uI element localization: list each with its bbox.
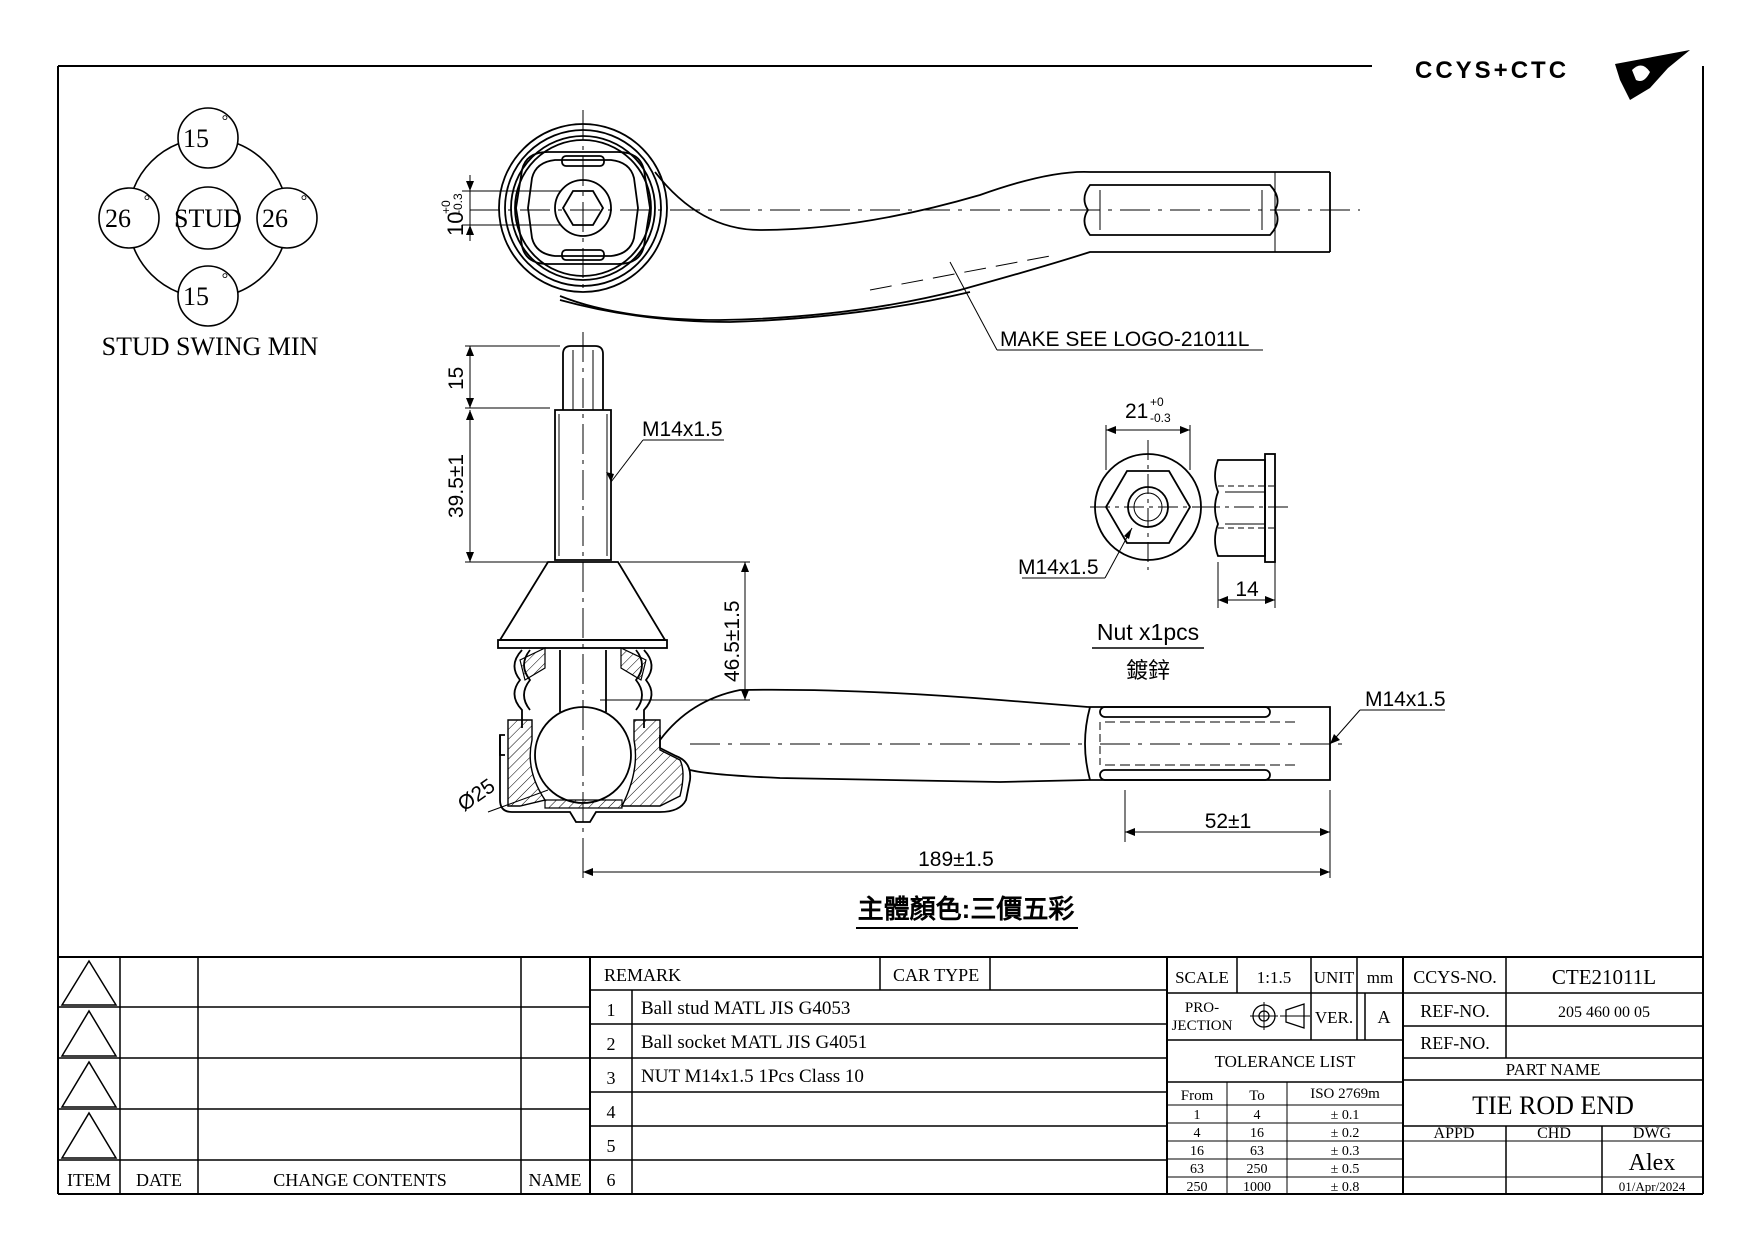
nut-dim-main: 21	[1125, 400, 1148, 423]
dimension-arrows	[466, 346, 1340, 876]
col-name-header: NAME	[529, 1170, 582, 1190]
top-view-drawing	[462, 110, 1360, 351]
nut-finish: 鍍鋅	[1126, 658, 1170, 683]
unit-value: mm	[1367, 968, 1393, 987]
dim-hex-tol-upper: +0	[439, 200, 453, 214]
title-block	[58, 956, 1703, 1194]
dim-spline-length: 15	[445, 367, 468, 390]
swing-top-value: 15	[183, 124, 209, 153]
sheet-border	[57, 65, 1704, 1195]
swing-bottom-value: 15	[183, 282, 209, 311]
tol-to: 16	[1250, 1126, 1264, 1141]
dwg-date: 01/Apr/2024	[1619, 1179, 1686, 1194]
tol-from: 16	[1190, 1144, 1204, 1159]
remark-label: REMARK	[604, 965, 681, 985]
logo-emblem-icon	[1615, 50, 1690, 100]
company-logo: CCYS+CTC	[1415, 50, 1690, 100]
dim-stud-height: 46.5±1.5	[721, 600, 744, 682]
tol-from: 63	[1190, 1162, 1204, 1177]
nut-thickness: 14	[1235, 578, 1259, 601]
remark-text: Ball stud MATL JIS G4053	[641, 998, 850, 1019]
dim-thread-length: 39.5±1	[445, 454, 468, 518]
tol-from-header: From	[1181, 1088, 1214, 1104]
col-item-header: ITEM	[67, 1170, 111, 1190]
swing-degree-left: °	[144, 193, 150, 210]
scale-label: SCALE	[1175, 968, 1229, 987]
remark-no: 3	[607, 1068, 616, 1088]
remark-text: NUT M14x1.5 1Pcs Class 10	[641, 1066, 864, 1087]
projection-label: JECTION	[1172, 1018, 1233, 1034]
tol-to-header: To	[1249, 1088, 1265, 1104]
remark-no: 6	[607, 1170, 616, 1190]
unit-label: UNIT	[1314, 968, 1355, 987]
tol-from: 250	[1187, 1180, 1208, 1195]
tol-to: 250	[1247, 1162, 1268, 1177]
nut-quantity: Nut x1pcs	[1097, 619, 1199, 645]
col-date-header: DATE	[136, 1170, 182, 1190]
ref-no-label: REF-NO.	[1420, 1033, 1490, 1053]
dim-hex-main: 10	[443, 212, 468, 236]
tol-from: 1	[1194, 1108, 1201, 1123]
nut-thread-spec: M14x1.5	[1018, 556, 1099, 579]
rod-thread-spec: M14x1.5	[1365, 688, 1446, 711]
car-type-label: CAR TYPE	[893, 965, 979, 985]
tol-value: ± 0.5	[1331, 1162, 1360, 1177]
nut-dim-tol-upper: +0	[1150, 395, 1164, 409]
tol-to: 1000	[1243, 1180, 1271, 1195]
tolerance-title: TOLERANCE LIST	[1215, 1052, 1356, 1071]
swing-left-value: 26	[105, 204, 131, 233]
tol-value: ± 0.8	[1331, 1180, 1360, 1195]
dim-overall-length: 189±1.5	[918, 848, 994, 871]
ref-no-value: 205 460 00 05	[1558, 1004, 1650, 1021]
remark-no: 5	[607, 1136, 616, 1156]
swing-right-value: 26	[262, 204, 288, 233]
socket-section-hatch	[507, 647, 684, 809]
remark-text: Ball socket MATL JIS G4051	[641, 1032, 867, 1053]
part-name-value: TIE ROD END	[1472, 1091, 1634, 1120]
ver-value: A	[1378, 1007, 1391, 1027]
part-name-label: PART NAME	[1506, 1060, 1601, 1079]
appd-label: APPD	[1434, 1125, 1475, 1142]
ccys-no-value: CTE21011L	[1552, 965, 1656, 989]
side-view-dimensions	[465, 345, 1445, 878]
tol-value: ± 0.2	[1331, 1126, 1360, 1141]
tol-iso-header: ISO 2769m	[1310, 1086, 1380, 1102]
chd-label: CHD	[1537, 1125, 1571, 1142]
col-change-header: CHANGE CONTENTS	[273, 1170, 447, 1190]
tol-value: ± 0.3	[1331, 1144, 1360, 1159]
stud-thread-spec: M14x1.5	[642, 418, 723, 441]
nut-drawing	[1090, 440, 1290, 570]
stud-swing-diagram	[98, 107, 318, 327]
remark-no: 1	[607, 1000, 616, 1020]
tol-from: 4	[1194, 1126, 1201, 1141]
tol-value: ± 0.1	[1331, 1108, 1360, 1123]
side-view-drawing	[497, 332, 1345, 860]
swing-degree-right: °	[301, 193, 307, 210]
dwg-name: Alex	[1629, 1150, 1676, 1176]
scale-value: 1:1.5	[1257, 968, 1291, 987]
swing-center-label: STUD	[174, 204, 242, 233]
swing-degree-bottom: °	[222, 271, 228, 288]
remark-no: 2	[607, 1034, 616, 1054]
dim-hex-tol-lower: -0.3	[451, 193, 465, 214]
projection-label: PRO-	[1185, 1000, 1219, 1016]
ver-label: VER.	[1315, 1008, 1353, 1027]
swing-caption: STUD SWING MIN	[102, 332, 319, 361]
ccys-no-label: CCYS-NO.	[1413, 967, 1497, 987]
logo-note: MAKE SEE LOGO-21011L	[1000, 328, 1249, 351]
remark-no: 4	[607, 1102, 616, 1122]
ref-no-label: REF-NO.	[1420, 1001, 1490, 1021]
tol-to: 4	[1254, 1108, 1261, 1123]
swing-degree-top: °	[222, 113, 228, 130]
body-color-note: 主體顏色:三價五彩	[858, 894, 1075, 924]
nut-dim-tol-lower: -0.3	[1150, 411, 1171, 425]
tol-to: 63	[1250, 1144, 1264, 1159]
logo-text: CCYS+CTC	[1415, 57, 1569, 84]
dwg-label: DWG	[1633, 1125, 1672, 1142]
dim-rod-thread-length: 52±1	[1205, 810, 1252, 833]
